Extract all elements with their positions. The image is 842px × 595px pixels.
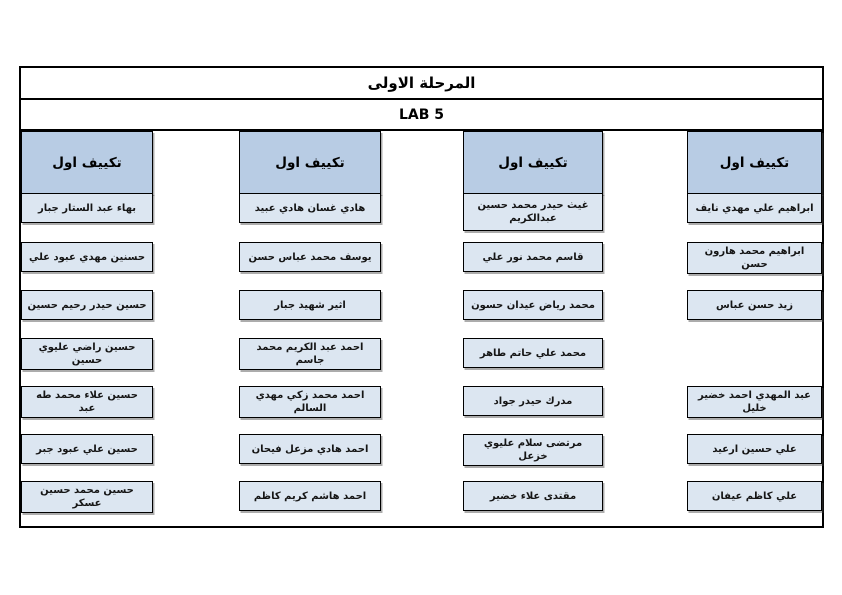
student-name-cell: غيث حيدر محمد حسين عبدالكريم bbox=[463, 193, 603, 231]
student-name-cell: احمد هادي مزعل فيحان bbox=[239, 434, 381, 464]
group-header: تكييف اول bbox=[239, 131, 381, 194]
student-name-cell: علي كاظم عيفان bbox=[687, 481, 822, 511]
student-name-cell: محمد رياض عيدان حسون bbox=[463, 290, 603, 320]
student-name-cell: حسين راضي عليوي حسين bbox=[21, 338, 153, 370]
student-name-cell: زيد حسن عباس bbox=[687, 290, 822, 320]
student-name-cell: مدرك حيدر جواد bbox=[463, 386, 603, 416]
group-column-1: تكييف اول ابراهيم علي مهدي نايف ابراهيم … bbox=[687, 131, 822, 526]
group-header: تكييف اول bbox=[687, 131, 822, 194]
student-name-cell: اثير شهيد جبار bbox=[239, 290, 381, 320]
group-column-4: تكييف اول بهاء عبد الستار جبار حسنين مهد… bbox=[21, 131, 153, 526]
group-column-3: تكييف اول هادي غسان هادي عبيد يوسف محمد … bbox=[239, 131, 381, 526]
student-name-cell: عبد المهدي احمد خضير خليل bbox=[687, 386, 822, 418]
student-name-cell: حسنين مهدي عبود علي bbox=[21, 242, 153, 272]
student-name-cell: يوسف محمد عباس حسن bbox=[239, 242, 381, 272]
student-name-cell: بهاء عبد الستار جبار bbox=[21, 193, 153, 223]
student-name-cell: مرتضى سلام عليوي خزعل bbox=[463, 434, 603, 466]
student-name-cell: حسين حيدر رحيم حسين bbox=[21, 290, 153, 320]
student-name-cell: احمد عبد الكريم محمد جاسم bbox=[239, 338, 381, 370]
student-name-cell: مقتدى علاء خضير bbox=[463, 481, 603, 511]
schedule-table: المرحلة الاولى LAB 5 تكييف اول ابراهيم ع… bbox=[19, 66, 824, 528]
page-title: المرحلة الاولى bbox=[21, 68, 822, 100]
student-name-cell: احمد هاشم كريم كاظم bbox=[239, 481, 381, 511]
student-name-cell: حسين علاء محمد طه عبد bbox=[21, 386, 153, 418]
student-name-cell: قاسم محمد نور علي bbox=[463, 242, 603, 272]
student-name-cell: ابراهيم محمد هارون حسن bbox=[687, 242, 822, 274]
student-name-cell: محمد علي حاتم طاهر bbox=[463, 338, 603, 368]
student-name-cell: هادي غسان هادي عبيد bbox=[239, 193, 381, 223]
student-name-cell: ابراهيم علي مهدي نايف bbox=[687, 193, 822, 223]
lab-title: LAB 5 bbox=[21, 100, 822, 131]
group-header: تكييف اول bbox=[21, 131, 153, 194]
student-name-cell: حسين محمد حسين عسكر bbox=[21, 481, 153, 513]
student-name-cell: علي حسين ارعيد bbox=[687, 434, 822, 464]
student-name-cell: احمد محمد زكي مهدي السالم bbox=[239, 386, 381, 418]
student-name-cell: حسين علي عبود جبر bbox=[21, 434, 153, 464]
group-column-2: تكييف اول غيث حيدر محمد حسين عبدالكريم ق… bbox=[463, 131, 603, 526]
group-header: تكييف اول bbox=[463, 131, 603, 194]
groups-area: تكييف اول ابراهيم علي مهدي نايف ابراهيم … bbox=[21, 131, 822, 526]
